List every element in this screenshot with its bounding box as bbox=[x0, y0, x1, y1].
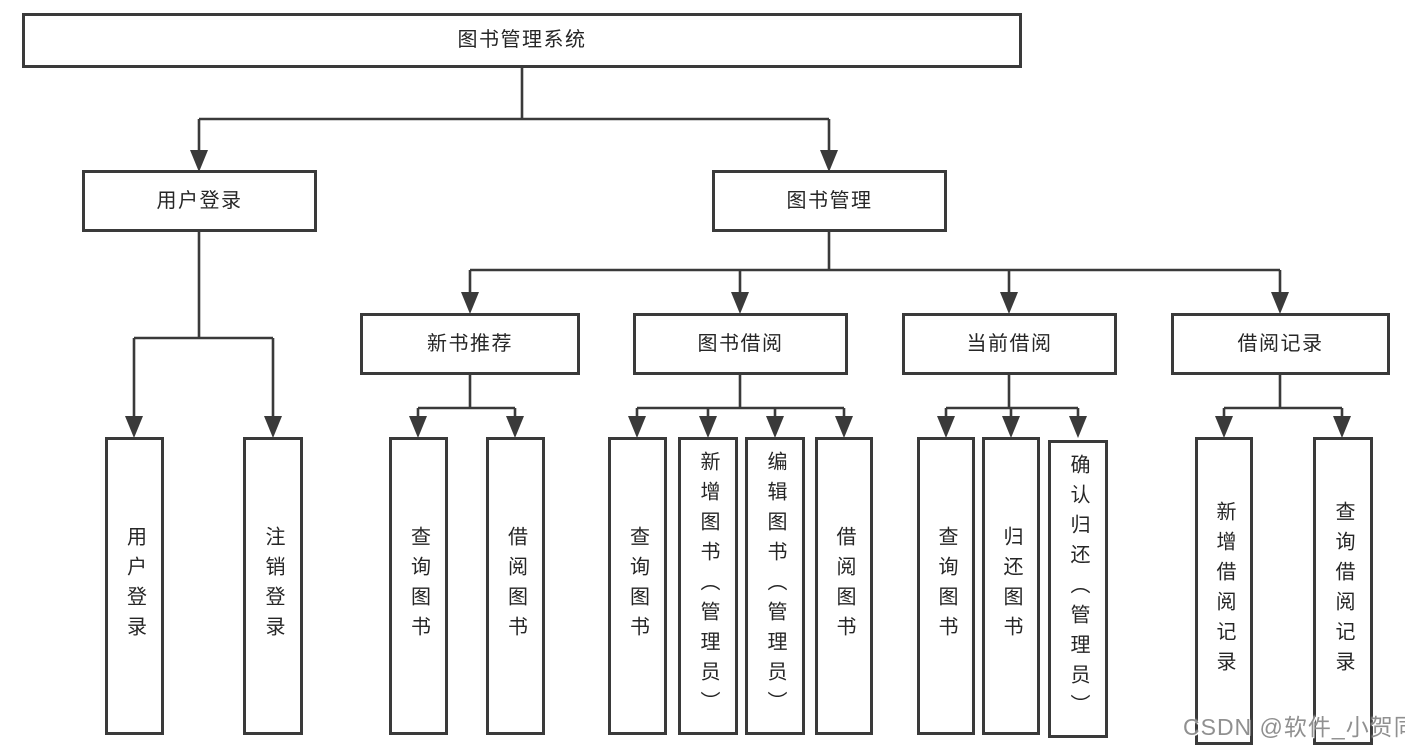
leaf-records-add-record: 新增借阅记录 bbox=[1195, 437, 1253, 745]
arrowhead bbox=[820, 150, 838, 172]
arrowhead bbox=[1069, 416, 1087, 438]
leaf-recommend-query-books: 查询图书 bbox=[389, 437, 448, 735]
arrowhead bbox=[937, 416, 955, 438]
leaf-current-confirm-return-admin: 确认归还（管理员） bbox=[1048, 440, 1108, 738]
arrowhead bbox=[190, 150, 208, 172]
arrowhead bbox=[1000, 292, 1018, 314]
node-book-management: 图书管理 bbox=[712, 170, 947, 232]
arrowhead bbox=[1271, 292, 1289, 314]
arrowhead bbox=[731, 292, 749, 314]
node-borrow-records: 借阅记录 bbox=[1171, 313, 1390, 375]
branch-current-borrowing bbox=[944, 375, 1080, 416]
leaf-recommend-borrow-books: 借阅图书 bbox=[486, 437, 545, 735]
node-book-borrowing: 图书借阅 bbox=[633, 313, 848, 375]
leaf-borrowing-add-books-admin: 新增图书（管理员） bbox=[678, 437, 738, 735]
leaf-logout: 注销登录 bbox=[243, 437, 303, 735]
node-current-borrowing: 当前借阅 bbox=[902, 313, 1117, 375]
arrowhead bbox=[699, 416, 717, 438]
arrowhead bbox=[1333, 416, 1351, 438]
arrowhead bbox=[409, 416, 427, 438]
arrowhead bbox=[506, 416, 524, 438]
arrowhead bbox=[628, 416, 646, 438]
arrowhead bbox=[1215, 416, 1233, 438]
leaf-borrowing-borrow-books: 借阅图书 bbox=[815, 437, 873, 735]
leaf-records-query-record: 查询借阅记录 bbox=[1313, 437, 1373, 745]
node-new-book-recommend: 新书推荐 bbox=[360, 313, 580, 375]
node-user-login: 用户登录 bbox=[82, 170, 317, 232]
arrowhead bbox=[835, 416, 853, 438]
arrowhead bbox=[125, 416, 143, 438]
leaf-borrowing-edit-books-admin: 编辑图书（管理员） bbox=[745, 437, 805, 735]
leaf-current-query-books: 查询图书 bbox=[917, 437, 975, 735]
branch-user-login bbox=[132, 232, 275, 416]
csdn-watermark: CSDN @软件_小贺同学 bbox=[1183, 714, 1405, 740]
leaf-current-return-books: 归还图书 bbox=[982, 437, 1040, 735]
arrowhead bbox=[264, 416, 282, 438]
arrowhead bbox=[461, 292, 479, 314]
branch-borrow-records bbox=[1222, 375, 1344, 416]
leaf-borrowing-query-books: 查询图书 bbox=[608, 437, 667, 735]
node-root-system: 图书管理系统 bbox=[22, 13, 1022, 68]
arrowhead bbox=[766, 416, 784, 438]
branch-new-book-recommend bbox=[416, 375, 517, 416]
branch-book-borrowing bbox=[635, 375, 846, 416]
leaf-user-login: 用户登录 bbox=[105, 437, 164, 735]
branch-root bbox=[197, 68, 831, 152]
branch-book-management bbox=[468, 232, 1282, 294]
arrowhead bbox=[1002, 416, 1020, 438]
